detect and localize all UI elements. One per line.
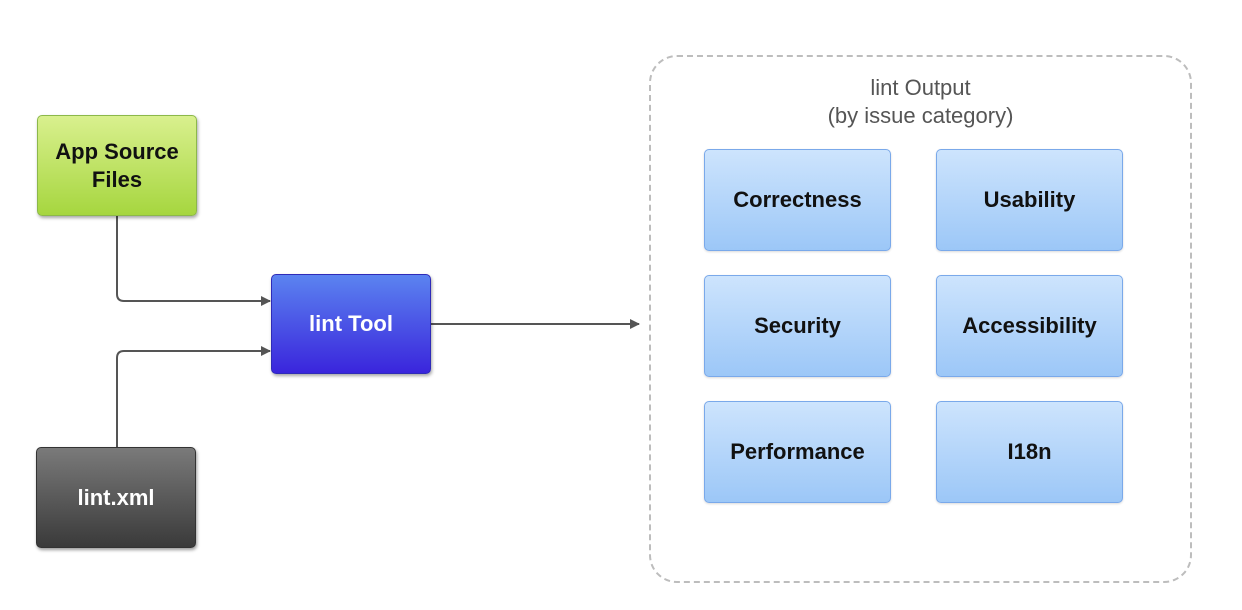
category-label: Usability (983, 187, 1076, 212)
category-security: Security (704, 275, 891, 377)
lint-output-title-line1: lint Output (870, 75, 971, 100)
category-correctness: Correctness (704, 149, 891, 251)
lint-output-title: lint Output (by issue category) (649, 74, 1192, 130)
category-performance: Performance (704, 401, 891, 503)
category-i18n: I18n (936, 401, 1123, 503)
app-source-files-node: App Source Files (37, 115, 197, 216)
category-label: I18n (1007, 439, 1052, 464)
lint-tool-node: lint Tool (271, 274, 431, 374)
app-source-files-label: App Source Files (55, 138, 179, 192)
lint-xml-label: lint.xml (77, 484, 155, 510)
lint-tool-label: lint Tool (309, 311, 393, 336)
category-accessibility: Accessibility (936, 275, 1123, 377)
category-label: Correctness (733, 187, 862, 212)
lint-output-title-line2: (by issue category) (827, 103, 1014, 128)
lint-xml-node: lint.xml (36, 447, 196, 548)
source-to-tool-arrow (116, 216, 271, 306)
config-to-tool-arrow (116, 346, 271, 447)
category-label: Security (754, 313, 841, 338)
category-usability: Usability (936, 149, 1123, 251)
category-label: Performance (730, 439, 865, 464)
lint-output-group (649, 55, 1192, 583)
category-label: Accessibility (962, 313, 1097, 338)
